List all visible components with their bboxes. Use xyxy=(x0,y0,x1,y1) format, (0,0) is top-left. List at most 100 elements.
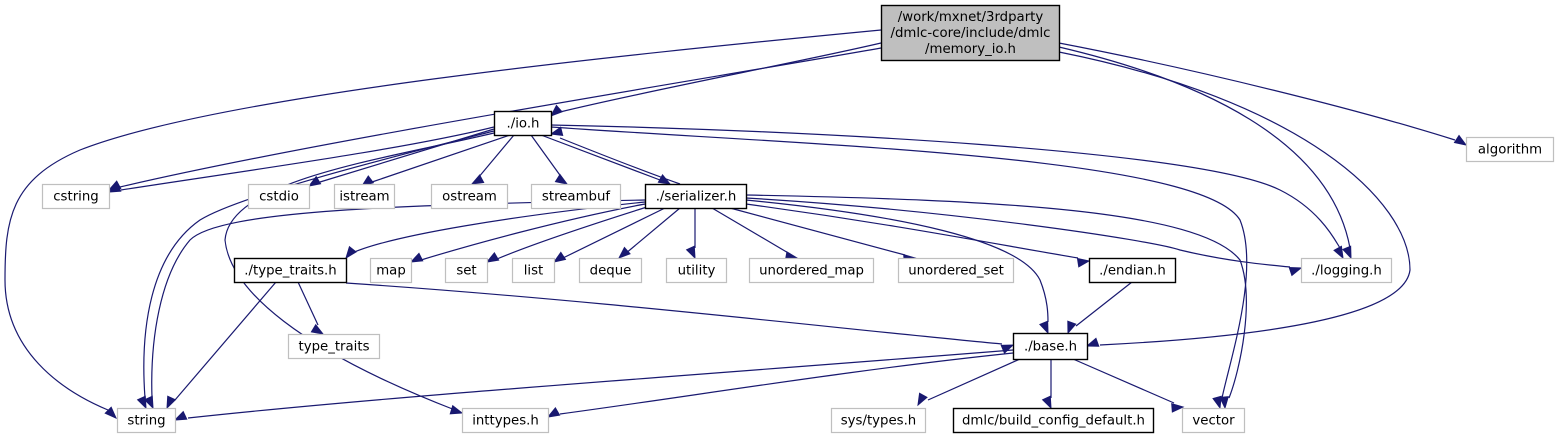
edge-line xyxy=(540,134,661,181)
nodes-layer: /work/mxnet/3rdparty/dmlc-core/include/d… xyxy=(41,4,1555,434)
node-box xyxy=(1465,136,1555,163)
edge-base-to-string xyxy=(173,349,1014,421)
node-serializer[interactable]: ./serializer.h xyxy=(644,183,748,210)
edge-line xyxy=(420,203,646,261)
arrowhead-icon xyxy=(549,126,564,136)
edge-serializer-to-vector xyxy=(745,194,1247,410)
edge-serializer-to-io xyxy=(549,126,681,185)
node-label: unordered_set xyxy=(908,264,1004,279)
node-io[interactable]: ./io.h xyxy=(493,110,553,137)
node-unordered-set: unordered_set xyxy=(897,257,1015,284)
node-label: string xyxy=(127,414,165,429)
edge-line xyxy=(745,197,1291,268)
node-label: inttypes.h xyxy=(472,414,539,429)
edge-io-to-logging xyxy=(550,124,1344,260)
node-label: map xyxy=(376,264,406,279)
node-box xyxy=(830,407,927,434)
arrowhead-icon xyxy=(1219,396,1229,410)
node-box xyxy=(233,257,348,284)
arrowhead-icon xyxy=(310,323,325,335)
node-box xyxy=(461,407,550,434)
node-utility: utility xyxy=(665,257,728,284)
edge-line xyxy=(345,282,1003,345)
node-build-config[interactable]: dmlc/build_config_default.h xyxy=(952,407,1155,434)
node-label: ostream xyxy=(442,190,497,205)
edges-layer xyxy=(4,29,1468,421)
arrowhead-icon xyxy=(143,395,154,410)
node-label: cstdio xyxy=(259,190,299,205)
node-box xyxy=(444,257,489,284)
node-string: string xyxy=(116,407,177,434)
edge-io-to-istream xyxy=(360,134,511,187)
edge-line xyxy=(562,207,666,259)
edge-line xyxy=(745,199,1049,323)
arrowhead-icon xyxy=(552,251,567,263)
arrowhead-icon xyxy=(1342,245,1352,260)
node-type-traits-h[interactable]: ./type_traits.h xyxy=(233,257,348,284)
node-box xyxy=(578,257,643,284)
node-box xyxy=(1300,257,1393,284)
node-box xyxy=(287,333,381,360)
edge-line xyxy=(559,137,681,185)
node-label: ./io.h xyxy=(507,117,540,132)
node-label: /work/mxnet/3rdparty xyxy=(898,10,1044,25)
node-type-traits: type_traits xyxy=(287,333,381,360)
edge-line xyxy=(174,281,277,401)
edge-line xyxy=(550,126,1248,399)
edge-line xyxy=(1072,358,1175,404)
edge-line xyxy=(151,199,646,399)
arrowhead-icon xyxy=(470,174,485,185)
node-label: set xyxy=(456,264,476,279)
node-base[interactable]: ./base.h xyxy=(1012,332,1089,361)
edge-line xyxy=(187,349,1014,419)
edge-line xyxy=(745,194,1247,399)
edge-memory_io-to-algorithm xyxy=(1058,42,1468,146)
edge-serializer-to-deque xyxy=(617,207,681,259)
node-box xyxy=(116,407,177,434)
node-box xyxy=(1012,332,1089,361)
node-istream: istream xyxy=(333,183,396,210)
edge-type_traits_h-to-type_traits xyxy=(297,281,325,335)
node-box xyxy=(880,4,1061,62)
arrowhead-icon xyxy=(1067,320,1077,335)
arrowhead-icon xyxy=(173,410,188,421)
edge-io-to-ostream xyxy=(470,134,515,185)
arrowhead-icon xyxy=(449,404,464,415)
node-label: istream xyxy=(339,190,389,205)
node-box xyxy=(41,183,111,210)
node-label: vector xyxy=(1192,414,1235,429)
node-vector: vector xyxy=(1181,407,1246,434)
node-label: algorithm xyxy=(1478,143,1542,158)
node-endian[interactable]: ./endian.h xyxy=(1088,257,1177,284)
node-box xyxy=(665,257,728,284)
node-box xyxy=(748,257,875,284)
edge-serializer-to-string xyxy=(143,199,646,410)
node-label: ./type_traits.h xyxy=(244,264,336,279)
arrowhead-icon xyxy=(107,182,122,193)
edge-serializer-to-logging xyxy=(745,197,1303,277)
node-memory-io[interactable]: /work/mxnet/3rdparty/dmlc-core/include/d… xyxy=(880,4,1061,62)
edge-line xyxy=(559,42,882,113)
node-box xyxy=(511,257,556,284)
node-label: utility xyxy=(678,264,716,279)
edge-line xyxy=(1058,51,1411,346)
arrowhead-icon xyxy=(554,173,569,185)
edge-base-to-sys_types xyxy=(917,358,1021,407)
edge-line xyxy=(624,207,681,255)
arrowhead-icon xyxy=(307,175,322,187)
edge-io-to-string xyxy=(136,130,495,410)
node-label: ./serializer.h xyxy=(656,190,737,205)
node-map: map xyxy=(369,257,413,284)
edge-line xyxy=(1058,42,1456,141)
node-label: type_traits xyxy=(298,340,369,355)
arrowhead-icon xyxy=(104,406,117,419)
edge-serializer-to-set xyxy=(485,206,648,263)
edge-serializer-to-list xyxy=(552,207,666,263)
edge-serializer-to-base xyxy=(745,199,1049,335)
arrowhead-icon xyxy=(1041,395,1052,410)
node-box xyxy=(1088,257,1177,284)
edge-serializer-to-map xyxy=(409,203,646,263)
node-label: dmlc/build_config_default.h xyxy=(962,414,1145,429)
edge-memory_io-to-base xyxy=(1058,51,1411,347)
